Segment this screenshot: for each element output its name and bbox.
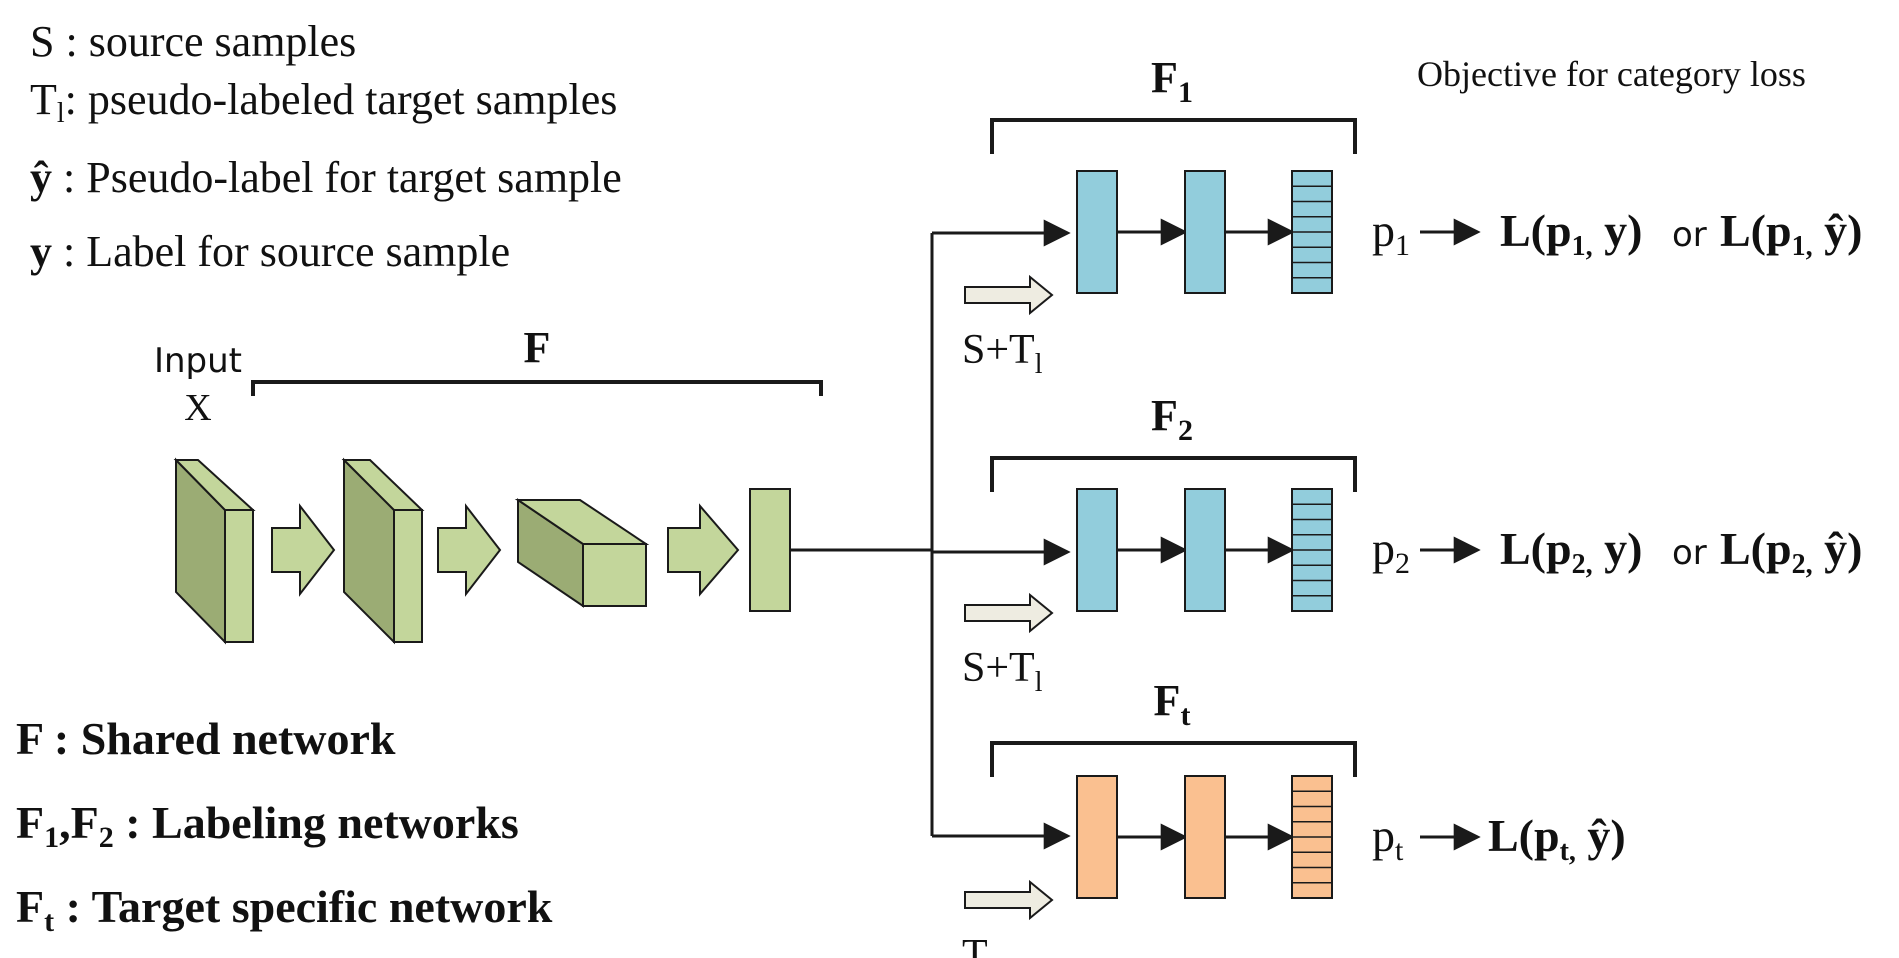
- fc-layer: [1076, 775, 1118, 899]
- conv-layer-3: [514, 498, 650, 608]
- conv-layer-1: [173, 457, 256, 645]
- legend-labeling-networks: F1,F2 : Labeling networks: [16, 797, 519, 854]
- legend-bottom: F : Shared network F1,F2 : Labeling netw…: [16, 713, 553, 938]
- legend-pseudo-label: ŷ : Pseudo-label for target sample: [30, 153, 622, 202]
- branch-t: FtTl pt L(pt, ŷ): [962, 676, 1626, 958]
- input-flow-arrow: [964, 592, 1054, 634]
- flow-arrow-2: [437, 503, 502, 597]
- branch-output: pt: [1372, 810, 1404, 867]
- alt-loss-expression: L(p2, ŷ): [1720, 523, 1862, 580]
- branch-bracket: [990, 456, 1357, 492]
- legend-top: S : source samples Tl: pseudo-labeled ta…: [30, 17, 622, 276]
- branch-input-label: Tl: [962, 932, 996, 958]
- input-label: Input: [154, 341, 242, 381]
- branch-bracket: [990, 741, 1357, 777]
- feature-layer: [749, 488, 791, 612]
- branch-2: F2S+Tl p2 L(p2, y) or L(p2, ŷ): [962, 391, 1862, 698]
- flow-arrow-3: [667, 503, 740, 597]
- legend-source-label: y : Label for source sample: [30, 227, 510, 276]
- connectors: [790, 219, 1071, 850]
- fc-layer: [1184, 775, 1226, 899]
- shared-bracket: [251, 380, 823, 396]
- branch-label: F1: [1151, 53, 1193, 109]
- loss-expression: L(p2, y): [1500, 523, 1642, 580]
- shared-network: Input X F: [154, 323, 823, 645]
- conv-layer-2: [341, 457, 425, 645]
- or-label: or: [1672, 215, 1707, 255]
- branch-input-label: S+Tl: [962, 645, 1043, 698]
- input-variable: X: [184, 387, 211, 429]
- branch-input-label: S+Tl: [962, 327, 1043, 380]
- fc-layer: [1184, 170, 1226, 294]
- legend-pseudo-labeled: Tl: pseudo-labeled target samples: [30, 75, 617, 129]
- fc-layer: [1076, 488, 1118, 612]
- branch-label: F2: [1151, 391, 1193, 447]
- branch-1: F1S+Tl p1 L(p1, y) or L(p1, ŷ): [962, 53, 1862, 380]
- flow-arrow-1: [271, 503, 336, 597]
- branch-bracket: [990, 118, 1357, 154]
- legend-source-samples: S : source samples: [30, 17, 356, 66]
- legend-shared-network: F : Shared network: [16, 713, 396, 764]
- objective-title: Objective for category loss: [1417, 54, 1806, 94]
- input-flow-arrow: [964, 879, 1054, 921]
- branch-output: p1: [1372, 205, 1410, 262]
- legend-target-network: Ft : Target specific network: [16, 881, 553, 938]
- branch-label: Ft: [1154, 676, 1191, 732]
- loss-expression: L(pt, ŷ): [1488, 810, 1626, 867]
- input-flow-arrow: [964, 274, 1054, 316]
- alt-loss-expression: L(p1, ŷ): [1720, 205, 1862, 262]
- shared-label: F: [524, 323, 551, 372]
- loss-expression: L(p1, y): [1500, 205, 1642, 262]
- fc-layer: [1076, 170, 1118, 294]
- fc-layer: [1184, 488, 1226, 612]
- branch-output: p2: [1372, 523, 1410, 580]
- or-label: or: [1672, 533, 1707, 573]
